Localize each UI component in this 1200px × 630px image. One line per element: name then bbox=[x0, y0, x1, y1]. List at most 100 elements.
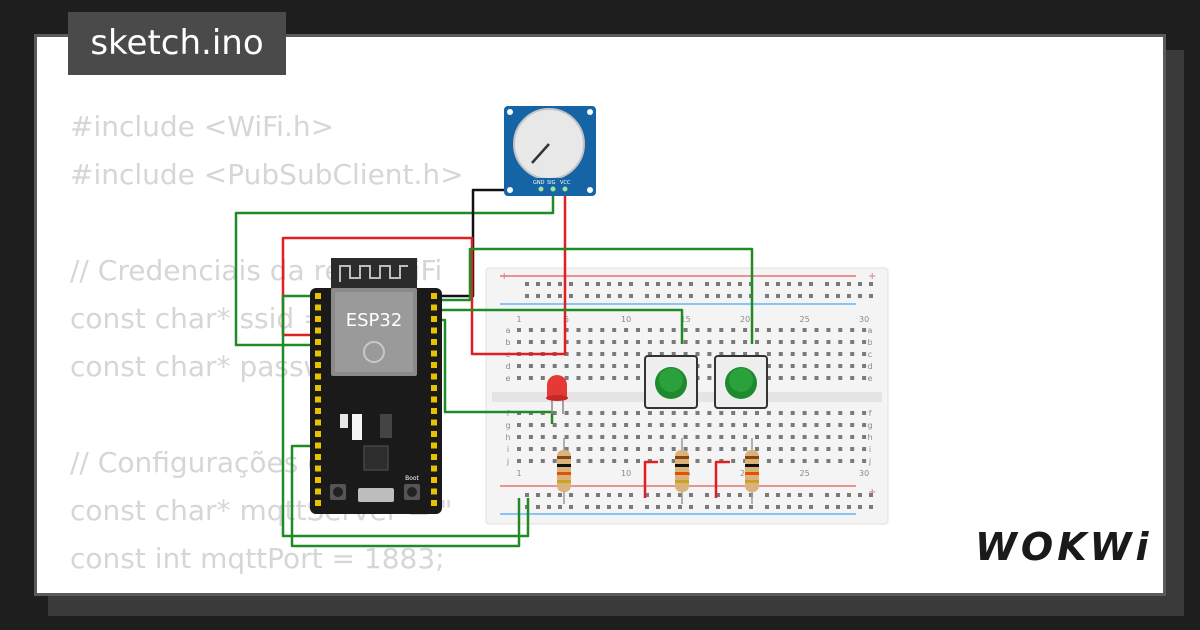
hole bbox=[585, 294, 589, 298]
hole bbox=[612, 435, 617, 439]
hole bbox=[838, 340, 843, 344]
esp32-board[interactable]: ESP32 Boot bbox=[310, 258, 442, 514]
hole bbox=[612, 459, 617, 463]
hole bbox=[858, 282, 862, 286]
resistor bbox=[557, 438, 571, 504]
hole bbox=[766, 447, 771, 451]
hole bbox=[607, 505, 611, 509]
hole bbox=[588, 328, 593, 332]
hole bbox=[547, 505, 551, 509]
hole bbox=[755, 423, 759, 427]
hole bbox=[766, 328, 771, 332]
hole bbox=[705, 282, 709, 286]
pin bbox=[315, 500, 321, 506]
hole bbox=[778, 328, 783, 332]
hole bbox=[765, 505, 769, 509]
board-label: ESP32 bbox=[346, 310, 403, 331]
column-label: 5 bbox=[564, 315, 569, 324]
hole bbox=[552, 447, 557, 451]
pin bbox=[315, 442, 321, 449]
pin bbox=[431, 419, 437, 426]
hole bbox=[612, 328, 617, 332]
hole bbox=[612, 447, 617, 451]
column-label: 30 bbox=[859, 315, 869, 324]
hole bbox=[749, 505, 753, 509]
hole bbox=[647, 411, 652, 415]
push-button[interactable] bbox=[644, 355, 698, 409]
hole bbox=[826, 423, 831, 427]
hole bbox=[707, 352, 712, 356]
hole bbox=[776, 282, 780, 286]
hole bbox=[707, 447, 712, 451]
hole bbox=[540, 435, 545, 439]
svg-text:+: + bbox=[868, 271, 876, 282]
push-button[interactable] bbox=[714, 355, 768, 409]
hole bbox=[588, 459, 593, 463]
hole bbox=[517, 364, 521, 368]
hole bbox=[564, 328, 569, 332]
code-background: #include <WiFi.h>#include <PubSubClient.… bbox=[70, 103, 464, 593]
hole bbox=[802, 352, 807, 356]
hole bbox=[689, 282, 693, 286]
hole bbox=[755, 328, 759, 332]
code-line: #include <PubSubClient.h> bbox=[70, 158, 464, 191]
hole bbox=[814, 376, 819, 380]
hole bbox=[778, 447, 783, 451]
led[interactable] bbox=[546, 375, 568, 414]
row-label: c bbox=[868, 350, 872, 359]
hole bbox=[790, 435, 795, 439]
row-label: b bbox=[867, 338, 872, 347]
hole bbox=[569, 294, 573, 298]
hole bbox=[814, 435, 819, 439]
hole bbox=[719, 328, 724, 332]
hole bbox=[600, 447, 605, 451]
hole bbox=[778, 340, 783, 344]
pin bbox=[431, 500, 437, 506]
hole bbox=[528, 376, 533, 380]
hole bbox=[683, 423, 688, 427]
hole bbox=[869, 282, 873, 286]
hole bbox=[645, 282, 649, 286]
hole bbox=[600, 411, 605, 415]
hole bbox=[850, 423, 855, 427]
hole bbox=[528, 459, 533, 463]
hole bbox=[547, 294, 551, 298]
hole bbox=[695, 435, 700, 439]
pin bbox=[315, 293, 321, 299]
hole bbox=[671, 459, 676, 463]
hole bbox=[738, 493, 742, 497]
hole bbox=[716, 282, 720, 286]
hole bbox=[727, 294, 731, 298]
hole bbox=[778, 352, 783, 356]
hole bbox=[552, 340, 557, 344]
hole bbox=[659, 459, 664, 463]
pin-label: VCC bbox=[560, 180, 571, 186]
pin bbox=[315, 362, 321, 368]
hole bbox=[825, 294, 829, 298]
hole bbox=[618, 294, 622, 298]
hole bbox=[636, 423, 640, 427]
hole bbox=[612, 423, 617, 427]
hole bbox=[624, 352, 629, 356]
hole bbox=[802, 411, 807, 415]
row-label: i bbox=[507, 445, 509, 454]
pin-label: SIG bbox=[547, 180, 556, 186]
hole bbox=[558, 282, 562, 286]
resistor bbox=[745, 438, 759, 504]
pin bbox=[431, 385, 437, 391]
pin-label: GND bbox=[533, 180, 545, 186]
hole bbox=[540, 447, 545, 451]
hole bbox=[558, 294, 562, 298]
hole bbox=[836, 493, 840, 497]
potentiometer[interactable]: GND SIG VCC bbox=[504, 106, 596, 196]
pin bbox=[431, 339, 437, 345]
hole bbox=[528, 435, 533, 439]
hole bbox=[836, 505, 840, 509]
hole bbox=[552, 459, 557, 463]
hole bbox=[838, 435, 843, 439]
row-label: j bbox=[868, 457, 871, 466]
hole bbox=[847, 505, 851, 509]
row-label: a bbox=[506, 326, 511, 335]
hole bbox=[683, 435, 688, 439]
hole bbox=[576, 423, 581, 427]
